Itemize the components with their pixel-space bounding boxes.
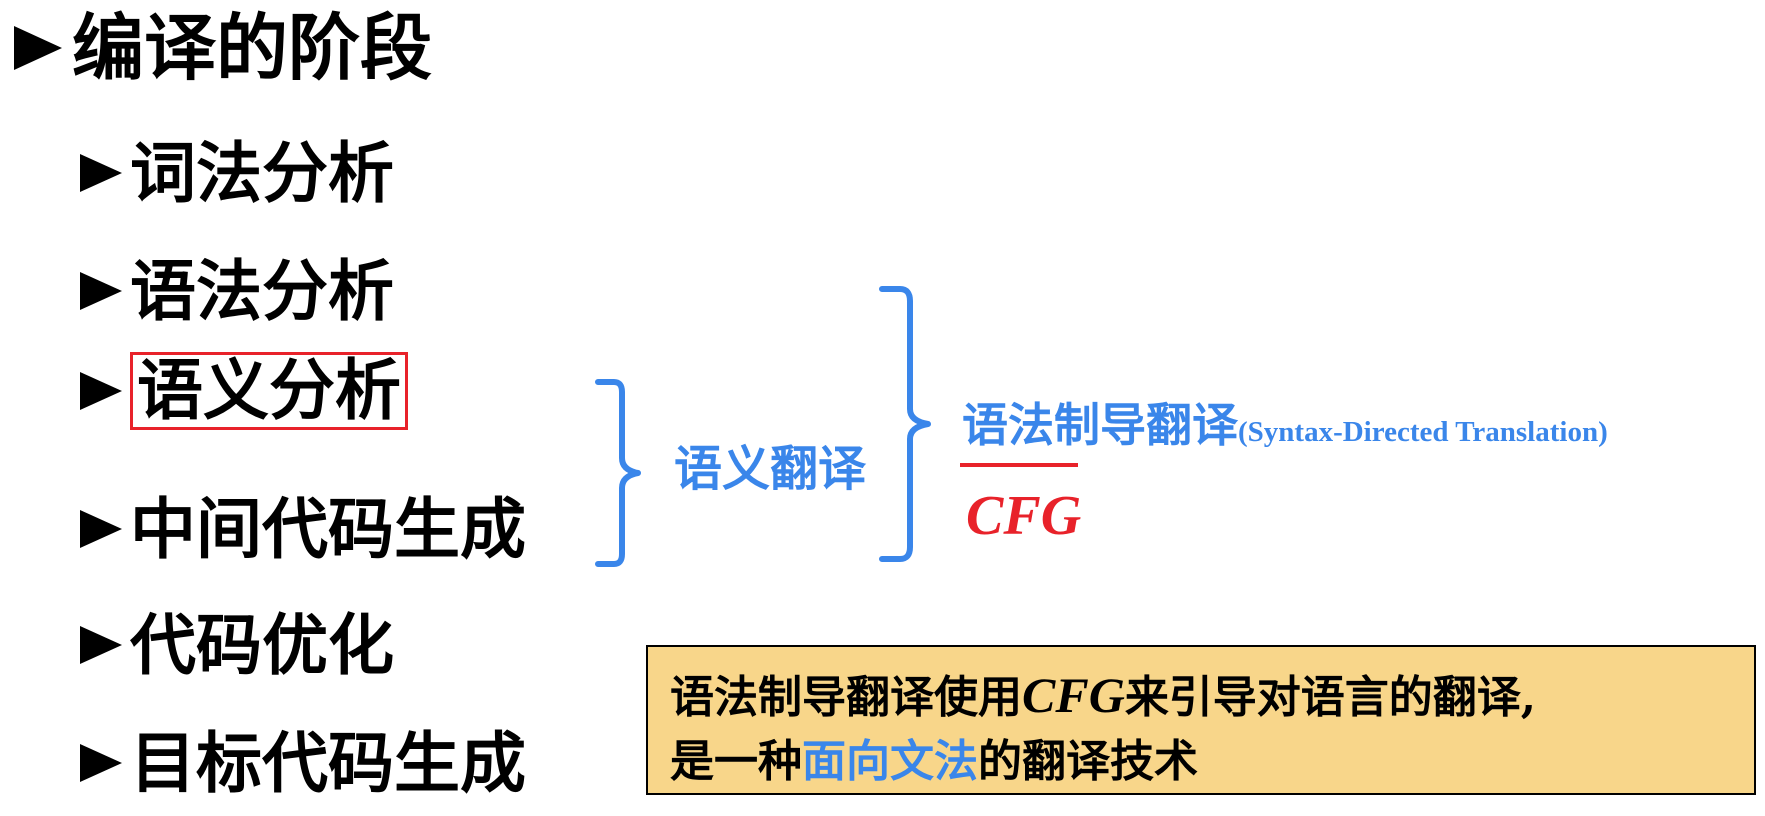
semantic-highlight-box: 语义分析 (130, 352, 408, 430)
cfg-label: CFG (966, 485, 1082, 547)
note-text: 的翻译技术 (978, 736, 1198, 787)
note-line-2: 是一种面向文法的翻译技术 (670, 730, 1732, 794)
phase-label: 语义分析 (137, 351, 401, 429)
arrow-bullet-icon (80, 272, 122, 310)
phase-label: 中间代码生成 (130, 490, 526, 568)
slide-title: 编译的阶段 (14, 12, 432, 84)
semantic-translation-label: 语义翻译 (674, 441, 867, 497)
sdt-zh: 语法制导翻译 (962, 398, 1238, 452)
arrow-bullet-icon (80, 372, 122, 410)
note-box: 语法制导翻译使用CFG来引导对语言的翻译, 是一种面向文法的翻译技术 (646, 645, 1756, 795)
phase-item-intermediate-code: 中间代码生成 (80, 496, 526, 562)
note-text: 是一种 (670, 736, 802, 787)
phase-item-lexical: 词法分析 (80, 140, 394, 206)
phase-item-syntax: 语法分析 (80, 258, 394, 324)
note-cfg: CFG (1022, 667, 1125, 723)
arrow-bullet-icon (80, 744, 122, 782)
slide-title-text: 编译的阶段 (72, 5, 433, 90)
phase-item-semantic: 语义分析 (80, 352, 408, 430)
phase-label: 目标代码生成 (130, 724, 526, 802)
syntax-directed-translation-label: 语法制导翻译(Syntax-Directed Translation) (962, 402, 1608, 448)
small-right-brace (595, 379, 641, 567)
cfg-underline (960, 463, 1078, 467)
phase-label: 词法分析 (130, 134, 394, 212)
note-line-1: 语法制导翻译使用CFG来引导对语言的翻译, (670, 663, 1732, 730)
note-text: 语法制导翻译使用 (670, 672, 1022, 723)
large-right-brace (879, 286, 931, 562)
arrow-bullet-icon (80, 510, 122, 548)
sdt-en: (Syntax-Directed Translation) (1238, 416, 1608, 448)
note-highlight: 面向文法 (802, 736, 978, 787)
phase-label: 代码优化 (130, 606, 394, 684)
phase-label: 语法分析 (130, 252, 394, 330)
note-text: 来引导对语言的翻译, (1124, 672, 1537, 723)
arrow-bullet-icon (80, 626, 122, 664)
phase-item-optimization: 代码优化 (80, 612, 394, 678)
arrow-bullet-icon (80, 154, 122, 192)
arrow-bullet-icon (14, 26, 62, 70)
phase-item-target-code: 目标代码生成 (80, 730, 526, 796)
